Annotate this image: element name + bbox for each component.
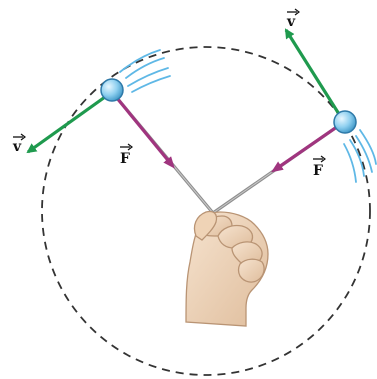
force-label-right: F (313, 155, 326, 179)
force-arrows (110, 90, 345, 173)
ball-icon (333, 110, 357, 134)
force-arrow-left (110, 90, 175, 169)
strings (110, 90, 345, 215)
force-label-text-left: F (120, 151, 130, 167)
velocity-arrow-left (26, 90, 113, 154)
circular-path (41, 46, 371, 376)
force-label-left: F (120, 143, 133, 167)
velocity-arrows (26, 28, 346, 154)
motion-lines-left (119, 49, 171, 93)
motion-lines-right (343, 129, 377, 183)
velocity-label-text-right: v (286, 14, 296, 30)
velocity-label-left: v (12, 133, 26, 155)
force-arrow-right (271, 120, 345, 173)
velocity-label-right: v (286, 8, 300, 30)
force-label-text-right: F (313, 163, 323, 179)
velocity-arrow-right (284, 28, 346, 123)
ball-icon (100, 78, 124, 102)
velocity-label-text-left: v (12, 139, 22, 155)
hand-icon (185, 210, 269, 327)
